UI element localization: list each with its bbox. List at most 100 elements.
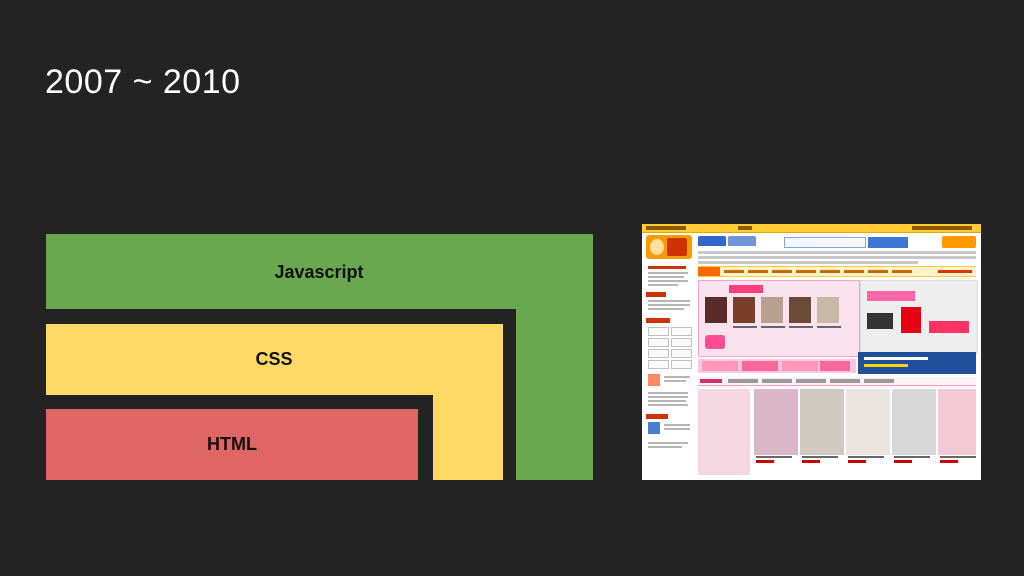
ad-text: [867, 313, 893, 329]
sidebar-line: [648, 276, 684, 278]
sidebar-line: [648, 304, 690, 306]
nav-item: [868, 270, 888, 273]
product-card: [754, 389, 798, 469]
search-tab: [698, 236, 726, 246]
sidebar-line: [648, 442, 688, 444]
sidebar-heading: [646, 318, 670, 323]
blue-promo: [858, 352, 976, 374]
category-nav: [698, 266, 976, 277]
nav-item: [938, 270, 972, 273]
nav-item: [844, 270, 864, 273]
sidebar-line: [648, 266, 686, 269]
sidebar-line: [648, 446, 682, 448]
sidebar-heading: [646, 414, 668, 419]
sidebar-box: [671, 338, 692, 347]
sidebar-line: [648, 400, 686, 402]
site-logo: [646, 235, 692, 259]
screenshot-sidebar: [644, 262, 696, 480]
product-name: [940, 456, 976, 458]
nav-item: [724, 270, 744, 273]
promo-item: [820, 361, 850, 371]
product-price: [802, 460, 820, 463]
ad-headline: [867, 291, 915, 301]
banner-caption: [789, 326, 813, 328]
product-tab: [796, 379, 826, 383]
sidebar-line: [648, 272, 688, 274]
screenshot-topbar: [642, 224, 981, 233]
sidebar-line: [648, 396, 688, 398]
sidebar-box: [648, 360, 669, 369]
logo-mark-icon: [667, 238, 687, 256]
promo-item: [782, 361, 818, 371]
search-box: [784, 237, 866, 248]
banner-caption: [733, 326, 757, 328]
featured-banner: [698, 280, 860, 357]
product-image: [754, 389, 798, 455]
html-layer-label: HTML: [207, 434, 257, 455]
product-tab: [864, 379, 894, 383]
product-price: [756, 460, 774, 463]
product-image: [892, 389, 936, 455]
nav-hot-item: [698, 267, 720, 276]
sidebar-box: [671, 327, 692, 336]
css-layer-label: CSS: [255, 349, 292, 370]
banner-product: [761, 297, 783, 323]
nav-item: [748, 270, 768, 273]
sidebar-box: [671, 349, 692, 358]
sidebar-box: [671, 360, 692, 369]
product-price: [940, 460, 958, 463]
product-tab: [728, 379, 758, 383]
banner-product: [817, 297, 839, 323]
product-tab: [762, 379, 792, 383]
sidebar-line: [664, 424, 690, 426]
product-name: [802, 456, 838, 458]
sidebar-line: [648, 308, 684, 310]
promo-item: [742, 361, 778, 371]
product-price: [894, 460, 912, 463]
sidebar-heading: [646, 292, 666, 297]
nav-item: [796, 270, 816, 273]
nav-item: [820, 270, 840, 273]
topbar-text: [912, 226, 972, 230]
product-card: [938, 389, 976, 469]
promo-text: [864, 364, 908, 367]
product-tab: [700, 379, 722, 383]
product-name: [894, 456, 930, 458]
product-card: [800, 389, 844, 469]
product-name: [848, 456, 884, 458]
ad-number: [901, 307, 921, 333]
sidebar-line: [648, 280, 688, 282]
link-row: [698, 251, 976, 254]
cart-button: [942, 236, 976, 248]
sidebar-line: [664, 428, 690, 430]
banner-caption: [761, 326, 785, 328]
sidebar-line: [648, 300, 690, 302]
product-grid: [698, 389, 976, 480]
banner-product: [705, 297, 727, 323]
product-image: [698, 389, 750, 475]
promo-band: [698, 359, 856, 373]
banner-product: [733, 297, 755, 323]
nav-item: [772, 270, 792, 273]
link-row: [698, 256, 976, 259]
sidebar-thumb: [648, 422, 660, 434]
product-name: [756, 456, 792, 458]
sidebar-line: [664, 380, 686, 382]
legacy-website-screenshot: [642, 224, 981, 480]
promo-text: [864, 357, 928, 360]
slide-title: 2007 ~ 2010: [45, 64, 241, 101]
nav-item: [892, 270, 912, 273]
product-card: [698, 389, 750, 469]
ad-banner: [860, 280, 978, 354]
topbar-text: [646, 226, 686, 230]
promo-item: [702, 361, 738, 371]
product-image: [846, 389, 890, 455]
search-tab: [728, 236, 756, 246]
sidebar-line: [664, 376, 690, 378]
javascript-layer-label: Javascript: [274, 262, 363, 283]
sidebar-box: [648, 327, 669, 336]
banner-caption: [817, 326, 841, 328]
sidebar-line: [648, 284, 678, 286]
sidebar-thumb: [648, 374, 660, 386]
link-row: [698, 261, 918, 264]
